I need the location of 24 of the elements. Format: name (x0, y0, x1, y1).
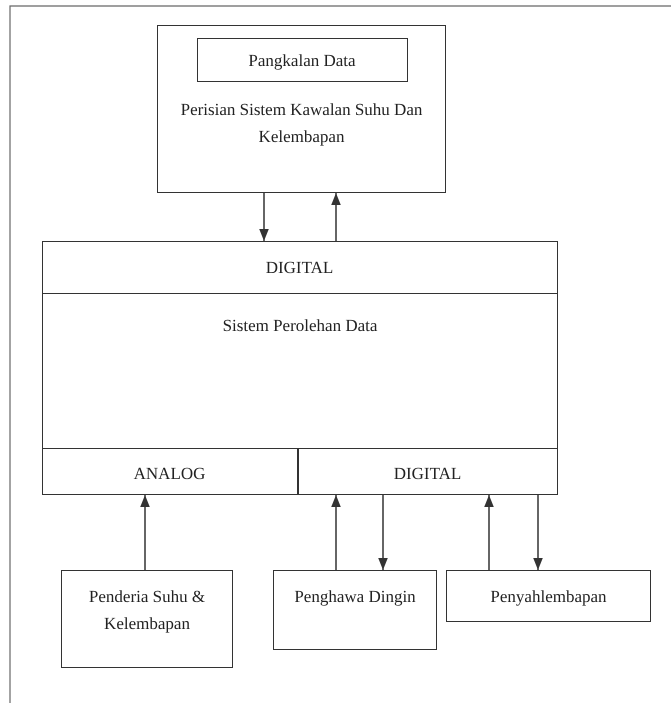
device-box (273, 570, 437, 650)
arrow (484, 495, 494, 570)
arrow (140, 495, 150, 570)
arrow (259, 193, 269, 241)
node-label: Penderia Suhu & Kelembapan (88, 586, 206, 636)
node-label: Penghawa Dingin (293, 586, 417, 608)
node-label: DIGITAL (264, 256, 334, 278)
system-box (42, 241, 558, 495)
device-box (446, 570, 651, 622)
software-box (157, 25, 446, 193)
band (42, 448, 298, 494)
arrow (331, 495, 341, 570)
arrow (378, 495, 388, 570)
arrow (533, 495, 543, 570)
node-label: Sistem Perolehan Data (222, 315, 378, 337)
node-label: Perisian Sistem Kawalan Suhu Dan Kelembapan (180, 99, 424, 148)
node-label: Penyahlembapan (489, 586, 608, 608)
band (298, 448, 558, 494)
arrow (331, 193, 341, 241)
device-box (61, 570, 233, 668)
node-label: Pangkalan Data (247, 50, 357, 72)
node-label: ANALOG (132, 462, 206, 484)
node-label: DIGITAL (392, 462, 462, 484)
database-box (196, 38, 408, 82)
